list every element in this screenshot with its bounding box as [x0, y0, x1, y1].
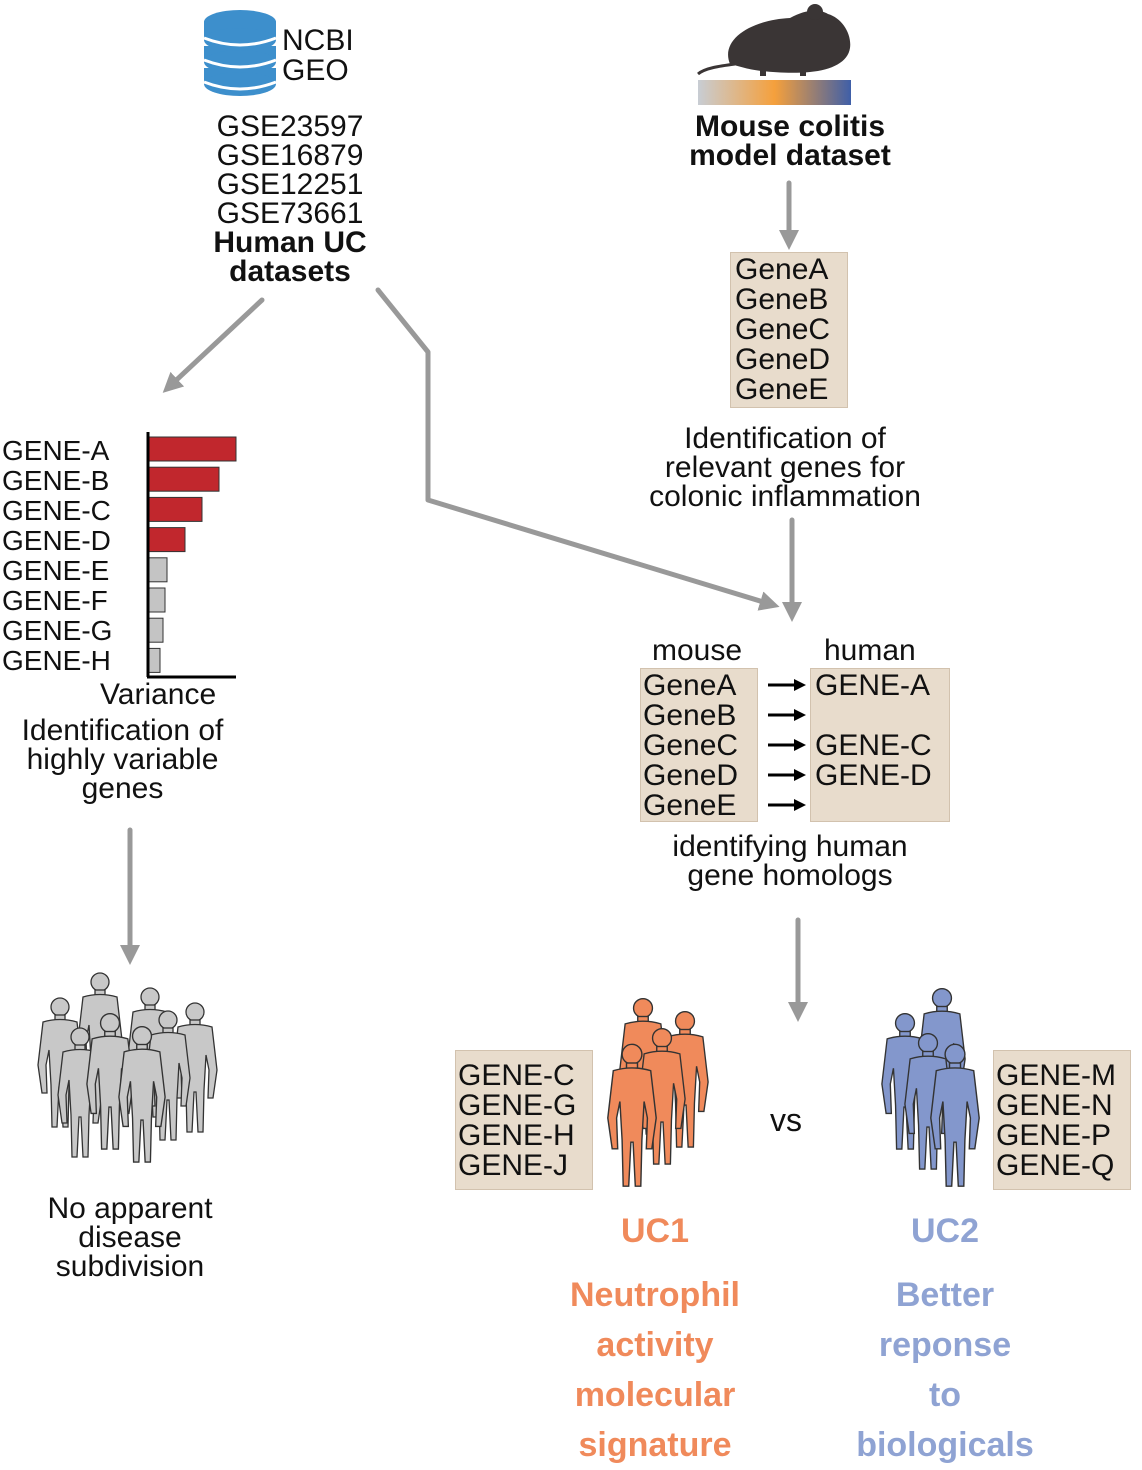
- description-line: signature: [578, 1426, 732, 1464]
- homologs-caption: identifying human gene homologs: [610, 830, 970, 892]
- description-line: Better: [895, 1276, 995, 1314]
- variance-chart: [146, 432, 237, 679]
- gene-label: GENE-F: [2, 585, 108, 616]
- description-line: biologicals: [856, 1426, 1034, 1464]
- ncbi-label: NCBI: [282, 24, 354, 57]
- gene-item: GENE-P: [996, 1119, 1112, 1152]
- variance-bar: [147, 557, 168, 583]
- gene-item: GeneB: [643, 699, 737, 732]
- gene-item: GENE-C: [458, 1059, 575, 1092]
- variance-gene-labels: GENE-A GENE-B GENE-C GENE-D GENE-E GENE-…: [2, 436, 112, 676]
- description-line: to: [928, 1376, 962, 1414]
- arrow-human-to-variance: [162, 297, 265, 393]
- homolog-human-list: GENE-A GENE-C GENE-D: [810, 668, 950, 822]
- gene-item: GENE-C: [815, 729, 932, 762]
- gene-label: GENE-B: [2, 465, 110, 496]
- variance-bar: [147, 617, 164, 643]
- color-gradient-bar: [698, 80, 851, 105]
- description-line: molecular: [574, 1376, 736, 1414]
- gene-item: GENE-D: [815, 759, 932, 792]
- gene-item: GENE-J: [458, 1149, 569, 1182]
- uc2-description: Better reponse to biologicals: [810, 1270, 1080, 1470]
- gene-label: GENE-G: [2, 615, 113, 646]
- gene-item: GENE-M: [996, 1059, 1116, 1092]
- gene-label: GENE-C: [2, 495, 111, 526]
- variance-bar: [147, 466, 220, 492]
- vs-label: vs: [770, 1102, 802, 1138]
- geo-label: GEO: [282, 54, 349, 87]
- dataset-id: GSE12251: [216, 168, 364, 201]
- mouse-icon: [697, 4, 851, 76]
- homolog-mouse-list: GeneA GeneB GeneC GeneD GeneE: [640, 668, 758, 822]
- variance-bar: [147, 587, 166, 613]
- human-header: human: [824, 634, 916, 667]
- gene-item: GeneD: [735, 343, 831, 376]
- dataset-id: GSE23597: [216, 110, 364, 143]
- gene-label: GENE-D: [2, 525, 111, 556]
- gene-item: GeneB: [735, 283, 829, 316]
- variance-bar: [147, 527, 186, 553]
- gene-item: GeneA: [643, 669, 737, 702]
- gene-item: [815, 701, 949, 731]
- caption-line: subdivision: [55, 1250, 205, 1283]
- caption-line: disease: [78, 1221, 182, 1254]
- blue-people-group-icon: [881, 987, 980, 1187]
- uc1-description: Neutrophil activity molecular signature: [520, 1270, 790, 1470]
- homolog-arrows: [768, 679, 806, 811]
- gene-item: GeneD: [643, 759, 739, 792]
- gene-item: GeneC: [735, 313, 831, 346]
- gene-item: GeneE: [735, 373, 829, 406]
- grey-people-group-icon: [37, 972, 218, 1163]
- variance-bar: [147, 496, 203, 522]
- mouse-title-line: model dataset: [689, 139, 891, 172]
- caption-line: relevant genes for: [664, 451, 906, 484]
- mouse-gene-list: GeneA GeneB GeneC GeneD GeneE: [730, 252, 848, 408]
- variance-bar: [147, 647, 161, 673]
- gene-item: GENE-N: [996, 1089, 1113, 1122]
- caption-line: colonic inflammation: [649, 480, 921, 513]
- gene-item: GENE-A: [815, 669, 931, 702]
- caption-line: genes: [81, 772, 164, 805]
- mouse-header: mouse: [652, 634, 743, 667]
- variance-axis-label: Variance: [100, 678, 217, 711]
- no-subdivision-caption: No apparent disease subdivision: [20, 1192, 240, 1283]
- gene-item: GENE-G: [458, 1089, 577, 1122]
- gene-item: [815, 791, 949, 821]
- gene-item: GENE-Q: [996, 1149, 1115, 1182]
- human-datasets-title: Human UC: [213, 226, 367, 259]
- description-line: reponse: [878, 1326, 1012, 1364]
- caption-line: Identification of: [684, 422, 886, 455]
- gene-label: GENE-E: [2, 555, 110, 586]
- caption-line: No apparent: [47, 1192, 213, 1225]
- mouse-dataset-title: Mouse colitis model dataset: [640, 110, 940, 172]
- caption-line: identifying human: [672, 830, 908, 863]
- gene-item: GeneA: [735, 253, 829, 286]
- gene-item: GeneC: [643, 729, 739, 762]
- caption-line: highly variable: [26, 743, 219, 776]
- human-datasets-title: datasets: [229, 255, 351, 288]
- arrow-human-to-homologs: [375, 287, 780, 611]
- inflammation-caption: Identification of relevant genes for col…: [580, 422, 990, 513]
- dataset-id: GSE16879: [216, 139, 364, 172]
- gene-item: GENE-H: [458, 1119, 575, 1152]
- database-icon: [203, 10, 277, 96]
- gene-item: GeneE: [643, 789, 737, 822]
- uc1-gene-list: GENE-C GENE-G GENE-H GENE-J: [455, 1050, 593, 1190]
- mouse-title-line: Mouse colitis: [694, 110, 886, 143]
- orange-people-group-icon: [607, 997, 709, 1187]
- description-line: Neutrophil: [570, 1276, 740, 1314]
- uc2-gene-list: GENE-M GENE-N GENE-P GENE-Q: [993, 1050, 1131, 1190]
- description-line: activity: [596, 1326, 714, 1364]
- variance-caption: Identification of highly variable genes: [0, 714, 245, 805]
- dataset-id: GSE73661: [216, 197, 364, 230]
- variance-bar: [147, 436, 237, 462]
- caption-line: gene homologs: [687, 859, 893, 892]
- uc1-label: UC1: [620, 1212, 690, 1250]
- caption-line: Identification of: [21, 714, 224, 747]
- human-dataset-list: GSE23597 GSE16879 GSE12251 GSE73661 Huma…: [180, 110, 400, 288]
- gene-label: GENE-A: [2, 435, 110, 466]
- gene-label: GENE-H: [2, 645, 111, 676]
- uc2-label: UC2: [910, 1212, 980, 1250]
